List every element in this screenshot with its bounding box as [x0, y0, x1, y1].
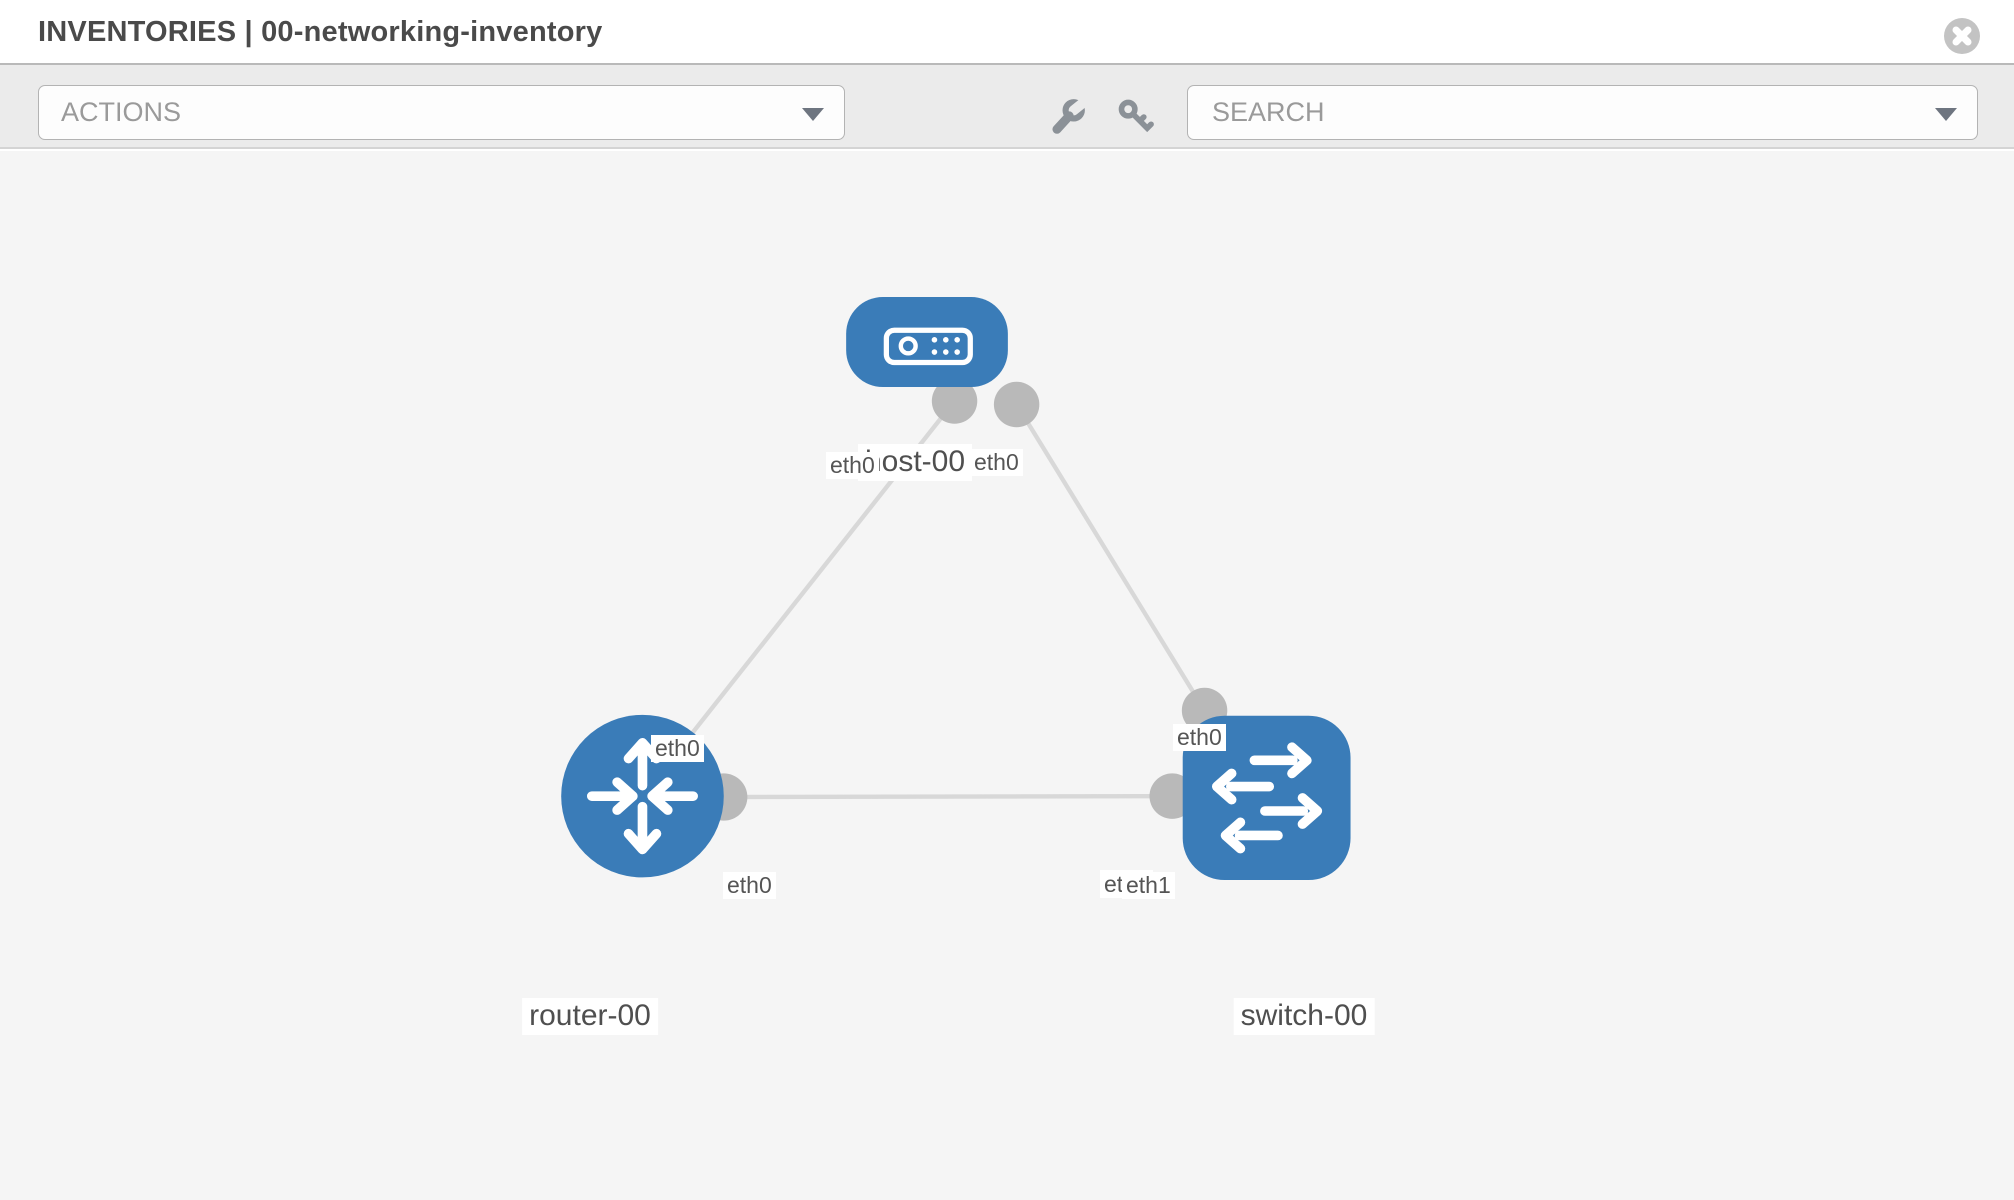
- actions-dropdown-label: ACTIONS: [61, 97, 182, 127]
- interface-label-host-eth0-left: eth0: [826, 452, 879, 480]
- link-router-switch[interactable]: [723, 793, 1173, 800]
- page-title: INVENTORIES | 00-networking-inventory: [38, 16, 603, 48]
- actions-dropdown[interactable]: ACTIONS: [38, 85, 845, 140]
- close-button[interactable]: [1944, 18, 1980, 54]
- toolbar: ACTIONS: [0, 65, 2014, 149]
- interface-label-router-eth0-top: eth0: [651, 735, 704, 763]
- header: INVENTORIES | 00-networking-inventory: [0, 0, 2014, 65]
- chevron-down-icon: [1935, 108, 1957, 121]
- interface-label-switch-eth0-top: eth0: [1173, 724, 1226, 752]
- interface-label-switch-eth1: eth1: [1122, 872, 1175, 900]
- interface-label-router-eth0-mid: eth0: [723, 872, 776, 900]
- router-icon: [586, 738, 698, 855]
- interface-port: [931, 378, 978, 424]
- node-switch-00[interactable]: [1182, 715, 1351, 881]
- link-host-switch[interactable]: [1014, 403, 1207, 712]
- search-dropdown[interactable]: [1187, 85, 1978, 140]
- search-input[interactable]: [1210, 96, 1914, 129]
- configure-button[interactable]: [1048, 96, 1090, 136]
- switch-icon: [1211, 742, 1323, 854]
- close-icon: [1952, 26, 1972, 46]
- wrench-icon: [1052, 96, 1090, 134]
- interface-label-host-eth0-right: eth0: [970, 449, 1023, 477]
- node-host-00[interactable]: [846, 296, 1008, 388]
- host-icon: [883, 327, 973, 366]
- interface-port: [993, 381, 1040, 428]
- node-label-router: router-00: [522, 998, 658, 1035]
- topology-svg: [561, 296, 1351, 881]
- key-button[interactable]: [1117, 98, 1155, 136]
- topology-canvas[interactable]: host-00 router-00 switch-00 eth0 eth0 et…: [0, 151, 2014, 1200]
- node-label-switch: switch-00: [1233, 998, 1375, 1035]
- chevron-down-icon: [802, 108, 824, 121]
- interface-label-switch-overlapping: eth0 eth1: [1100, 870, 1175, 900]
- key-icon: [1118, 99, 1154, 133]
